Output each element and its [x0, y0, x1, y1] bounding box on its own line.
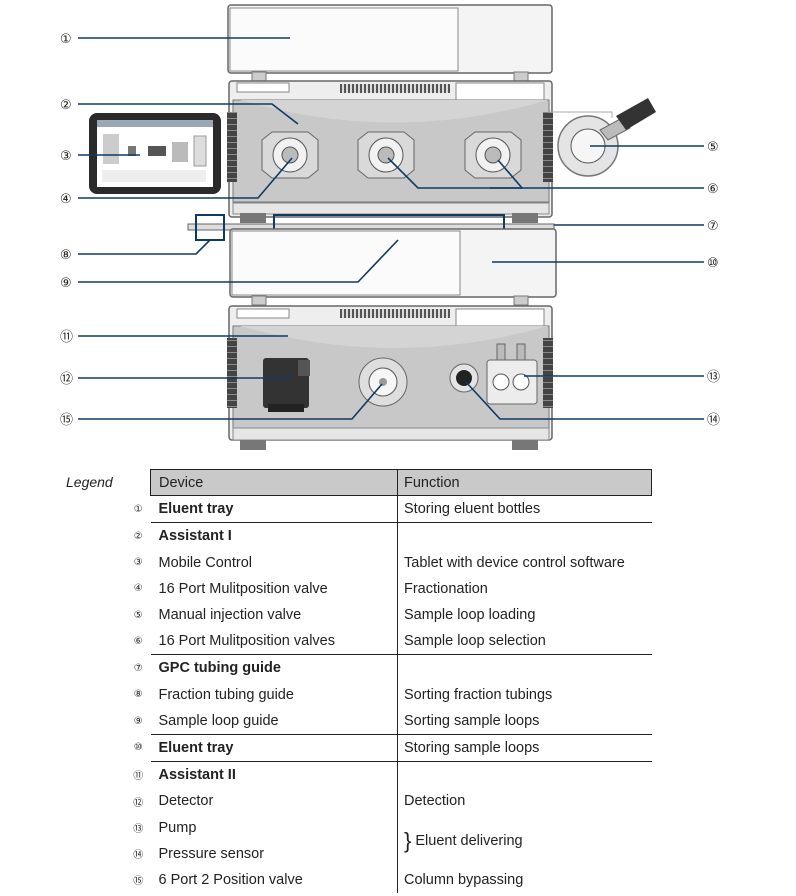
- legend-row-number: ⑤: [133, 609, 143, 621]
- legend-row: ⑤ Manual injection valve Sample loop loadi…: [126, 601, 652, 629]
- detector: [263, 358, 310, 412]
- callout-5: ⑤: [707, 140, 719, 155]
- legend-row: ⑧ Fraction tubing guide Sorting fraction t…: [126, 681, 652, 708]
- legend-row: ⑦ GPC tubing guide: [126, 654, 652, 682]
- legend-row-number: ②: [133, 530, 143, 542]
- callout-8: ⑧: [60, 248, 72, 263]
- legend-row-function: Sorting fraction tubings: [404, 686, 553, 703]
- legend-row-function: [398, 655, 652, 682]
- instrument-diagram: ① ② ③ ④ ⑤ ⑥ ⑦ ⑧ ⑨ ⑩ ⑪ ⑫ ⑬ ⑭ ⑮: [60, 4, 720, 450]
- legend-row: ④ 16 Port Mulitposition valve Fractionatio…: [126, 575, 652, 602]
- legend-header-row: Device Function: [126, 468, 652, 497]
- legend-row-number: ⑮: [133, 876, 144, 888]
- brace-label: Eluent delivering: [415, 832, 523, 849]
- legend-row: ③ Mobile Control Tablet with device contro…: [126, 549, 652, 576]
- eluent-tray-middle: [229, 228, 557, 306]
- legend-row: ⑮ 6 Port 2 Position valve Column bypassing: [126, 866, 652, 893]
- legend-row-number: ⑪: [133, 771, 144, 783]
- callout-14: ⑭: [707, 413, 720, 428]
- callout-7: ⑦: [707, 219, 719, 234]
- eluent-tray-top: [227, 4, 553, 82]
- header-function: Function: [397, 468, 652, 497]
- legend-row-device: Pump: [150, 814, 398, 841]
- legend-row-number: ⑬: [133, 824, 144, 836]
- callout-numbers: ① ② ③ ④ ⑤ ⑥ ⑦ ⑧ ⑨ ⑩ ⑪ ⑫ ⑬ ⑭ ⑮: [60, 32, 720, 428]
- six-port-valve: [358, 357, 408, 407]
- multiposition-valve-2: [357, 131, 415, 179]
- legend-row: ⑪ Assistant II: [126, 761, 652, 789]
- callout-2: ②: [60, 98, 72, 113]
- callout-9: ⑨: [60, 276, 72, 291]
- legend-row-device: 16 Port Mulitposition valves: [150, 628, 398, 656]
- legend-row-function: }Eluent delivering: [398, 814, 652, 866]
- legend-row-device: Pressure sensor: [150, 840, 398, 867]
- legend-row-function: [398, 523, 652, 550]
- multiposition-valve-3: [464, 131, 522, 179]
- mobile-control-tablet: [89, 113, 221, 194]
- legend-row-number: ⑨: [133, 715, 143, 727]
- legend-row-function: Detection: [404, 793, 466, 810]
- callout-10: ⑩: [707, 256, 719, 271]
- leader-lines: [78, 37, 704, 420]
- legend-row-function: Column bypassing: [404, 871, 524, 888]
- legend-row-device: Detector: [150, 788, 398, 815]
- header-device: Device: [150, 468, 398, 497]
- legend-label: Legend: [66, 474, 113, 490]
- pump: [486, 343, 538, 405]
- legend-row-function: Storing sample loops: [397, 734, 652, 763]
- legend-row-device: Fraction tubing guide: [150, 681, 398, 708]
- legend-row-device: GPC tubing guide: [150, 654, 398, 682]
- legend-row-function: Sample loop selection: [397, 628, 652, 656]
- legend-row: ⑬ Pump}Eluent delivering: [126, 814, 652, 851]
- callout-13: ⑬: [707, 370, 720, 385]
- legend-row-function: Sample loop loading: [404, 607, 536, 624]
- brace-icon: }: [404, 827, 412, 853]
- legend-row-number: ⑦: [133, 662, 143, 674]
- legend-row-number: ⑥: [133, 635, 143, 647]
- legend-row-device: Assistant II: [150, 761, 398, 789]
- callout-11: ⑪: [60, 330, 73, 345]
- legend-row-number: ⑩: [133, 742, 143, 754]
- callout-15: ⑮: [60, 413, 73, 428]
- legend-row-device: Assistant I: [150, 522, 398, 550]
- legend-row-function: [398, 762, 652, 789]
- manual-injection-valve: [548, 98, 656, 177]
- callout-4: ④: [60, 192, 72, 207]
- callout-1: ①: [60, 32, 72, 47]
- legend-row: ⑭ Pressure sensor: [126, 840, 652, 867]
- legend-row-function: Tablet with device control software: [404, 554, 625, 571]
- pressure-sensor: [449, 363, 479, 393]
- legend-row-number: ⑭: [133, 850, 144, 862]
- multiposition-valve-1: [261, 131, 319, 179]
- callout-12: ⑫: [60, 372, 73, 387]
- legend-row-number: ④: [133, 583, 143, 595]
- legend-row-device: Eluent tray: [150, 734, 398, 763]
- callout-3: ③: [60, 149, 72, 164]
- legend-row-device: 16 Port Mulitposition valve: [150, 575, 398, 602]
- legend-row-device: Sample loop guide: [150, 707, 398, 735]
- legend-row-function: Sorting sample loops: [397, 707, 652, 735]
- legend-row: ② Assistant I: [126, 522, 652, 550]
- legend-row-number: ⑧: [133, 689, 143, 701]
- legend-row: ⑫ Detector Detection: [126, 788, 652, 815]
- legend-row-function: Storing eluent bottles: [397, 495, 652, 524]
- legend-row-number: ①: [133, 503, 143, 515]
- legend-row-device: 6 Port 2 Position valve: [150, 866, 398, 893]
- legend-row-number: ⑫: [133, 797, 144, 809]
- legend-row-device: Manual injection valve: [150, 601, 398, 629]
- legend-row-device: Mobile Control: [150, 549, 398, 576]
- legend-row-device: Eluent tray: [150, 495, 398, 524]
- legend-row-function: Fractionation: [404, 580, 488, 597]
- callout-6: ⑥: [707, 182, 719, 197]
- legend-row-number: ③: [133, 557, 143, 569]
